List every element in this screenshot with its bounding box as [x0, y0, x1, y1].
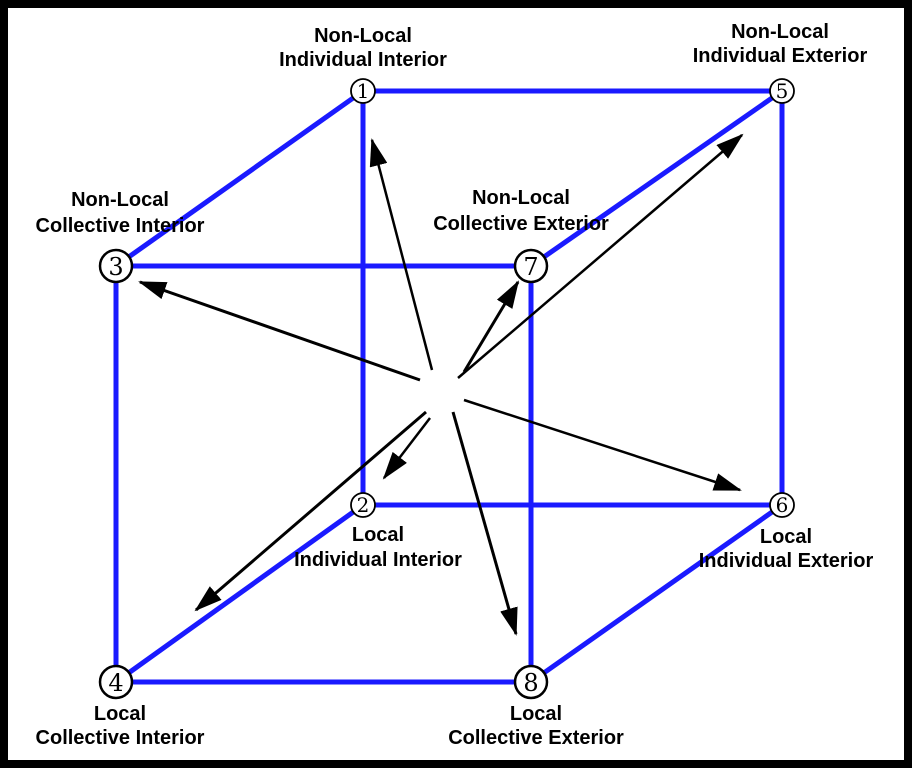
node-label-line1-2: Local [352, 524, 404, 546]
node-label-line1-5: Non-Local [731, 21, 829, 43]
node-label-line2-5: Individual Exterior [693, 45, 868, 67]
node-label-line2-8: Collective Exterior [448, 727, 624, 749]
node-7: 7 [513, 248, 549, 284]
arrow-to-node-2 [382, 417, 431, 480]
node-label-line1-1: Non-Local [314, 25, 412, 47]
node-2: 2 [350, 492, 376, 518]
node-circle-7 [513, 248, 549, 284]
node-6: 6 [769, 492, 795, 518]
node-number-6: 6 [776, 493, 789, 517]
node-label-line1-6: Local [760, 526, 812, 548]
arrow-to-node-7 [462, 280, 520, 373]
node-number-2: 2 [357, 493, 370, 517]
arrow-to-node-4 [194, 410, 427, 612]
node-number-8: 8 [523, 669, 538, 697]
node-number-1: 1 [357, 79, 370, 103]
arrow-to-node-6 [463, 398, 742, 492]
center-burst [423, 371, 467, 415]
node-circle-4 [98, 664, 134, 700]
node-label-line1-7: Non-Local [472, 187, 570, 209]
node-label-line2-2: Individual Interior [294, 549, 462, 571]
node-circle-2 [350, 492, 376, 518]
node-3: 3 [98, 248, 134, 284]
arrow-to-node-3 [138, 280, 421, 382]
arrow-to-node-8 [451, 411, 518, 636]
cube-edge-5-7 [529, 88, 784, 269]
node-number-7: 7 [523, 253, 538, 281]
node-label-line2-4: Collective Interior [36, 727, 205, 749]
node-circle-8 [513, 664, 549, 700]
node-number-5: 5 [776, 79, 789, 103]
node-label-line2-1: Individual Interior [279, 49, 447, 71]
node-8: 8 [513, 664, 549, 700]
cube-edge-6-8 [529, 502, 784, 685]
node-label-line2-6: Individual Exterior [699, 550, 874, 572]
node-circle-1 [350, 78, 376, 104]
arrow-to-node-5 [457, 133, 744, 379]
node-label-line1-3: Non-Local [71, 189, 169, 211]
cube-edge-2-4 [114, 502, 365, 685]
arrows [138, 133, 744, 636]
node-label-line2-3: Collective Interior [36, 215, 205, 237]
node-5: 5 [769, 78, 795, 104]
cube-edge-1-3 [114, 88, 365, 269]
node-label-line2-7: Collective Exterior [433, 213, 609, 235]
node-circle-5 [769, 78, 795, 104]
node-1: 1 [350, 78, 376, 104]
node-label-line1-4: Local [94, 703, 146, 725]
cube-nodes: 1 2 3 4 5 6 7 8 [98, 78, 795, 700]
node-label-line1-8: Local [510, 703, 562, 725]
node-4: 4 [98, 664, 134, 700]
node-circle-6 [769, 492, 795, 518]
arrow-to-node-1 [369, 138, 434, 371]
node-circle-3 [98, 248, 134, 284]
cube-edges [113, 88, 785, 685]
node-number-3: 3 [108, 253, 123, 281]
node-number-4: 4 [108, 669, 123, 697]
